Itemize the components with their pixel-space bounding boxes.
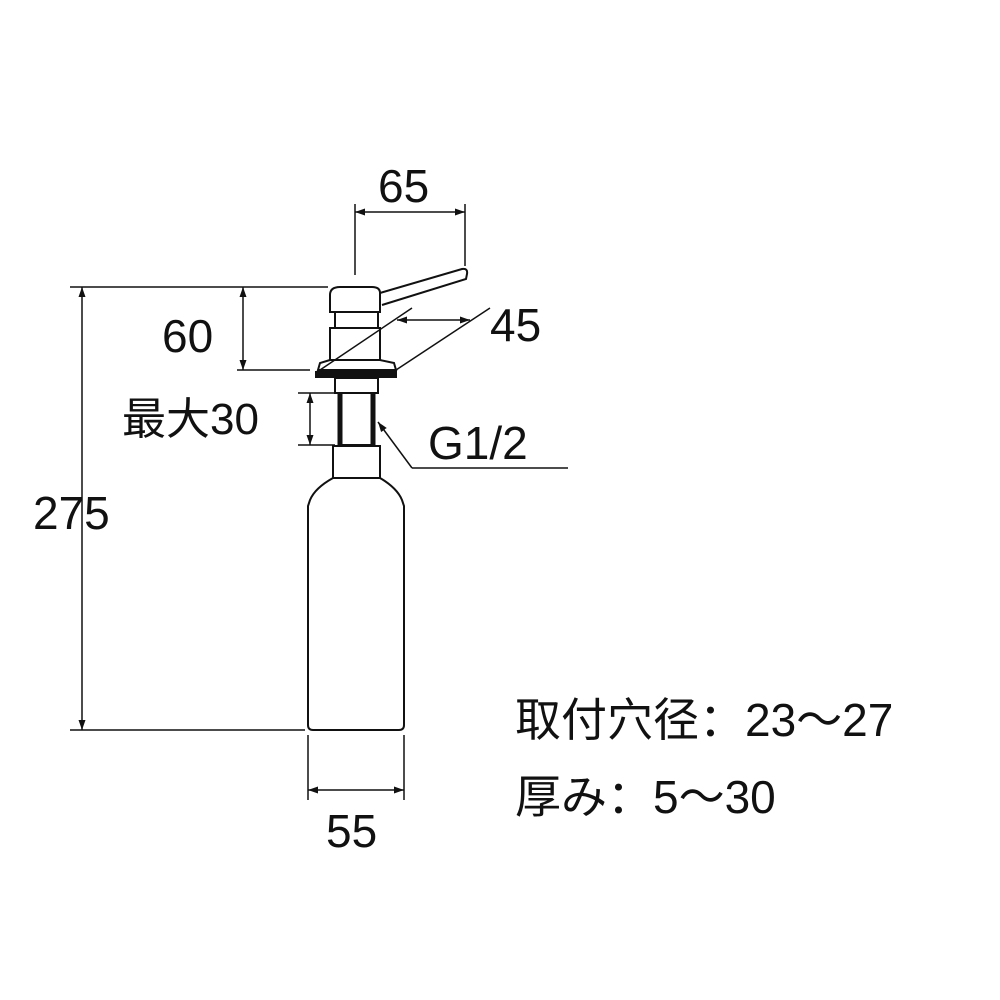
dimension-total-height: 275 [33,487,110,539]
note-mounting-hole: 取付穴径：23～27 [515,694,894,746]
dimension-head-height: 60 [162,310,214,362]
note-thickness: 厚み：5～30 [515,771,776,823]
dimension-head-diameter: 45 [490,299,542,351]
dimension-bottle-width: 55 [326,805,378,857]
dimension-lines [70,204,568,800]
thread-shank [332,392,381,479]
dispenser-head [315,267,469,394]
dimension-lever-width: 65 [378,160,430,212]
dimension-max-thickness: 最大30 [122,395,259,444]
dimension-thread: G1/2 [428,417,528,469]
bottle [307,477,405,731]
